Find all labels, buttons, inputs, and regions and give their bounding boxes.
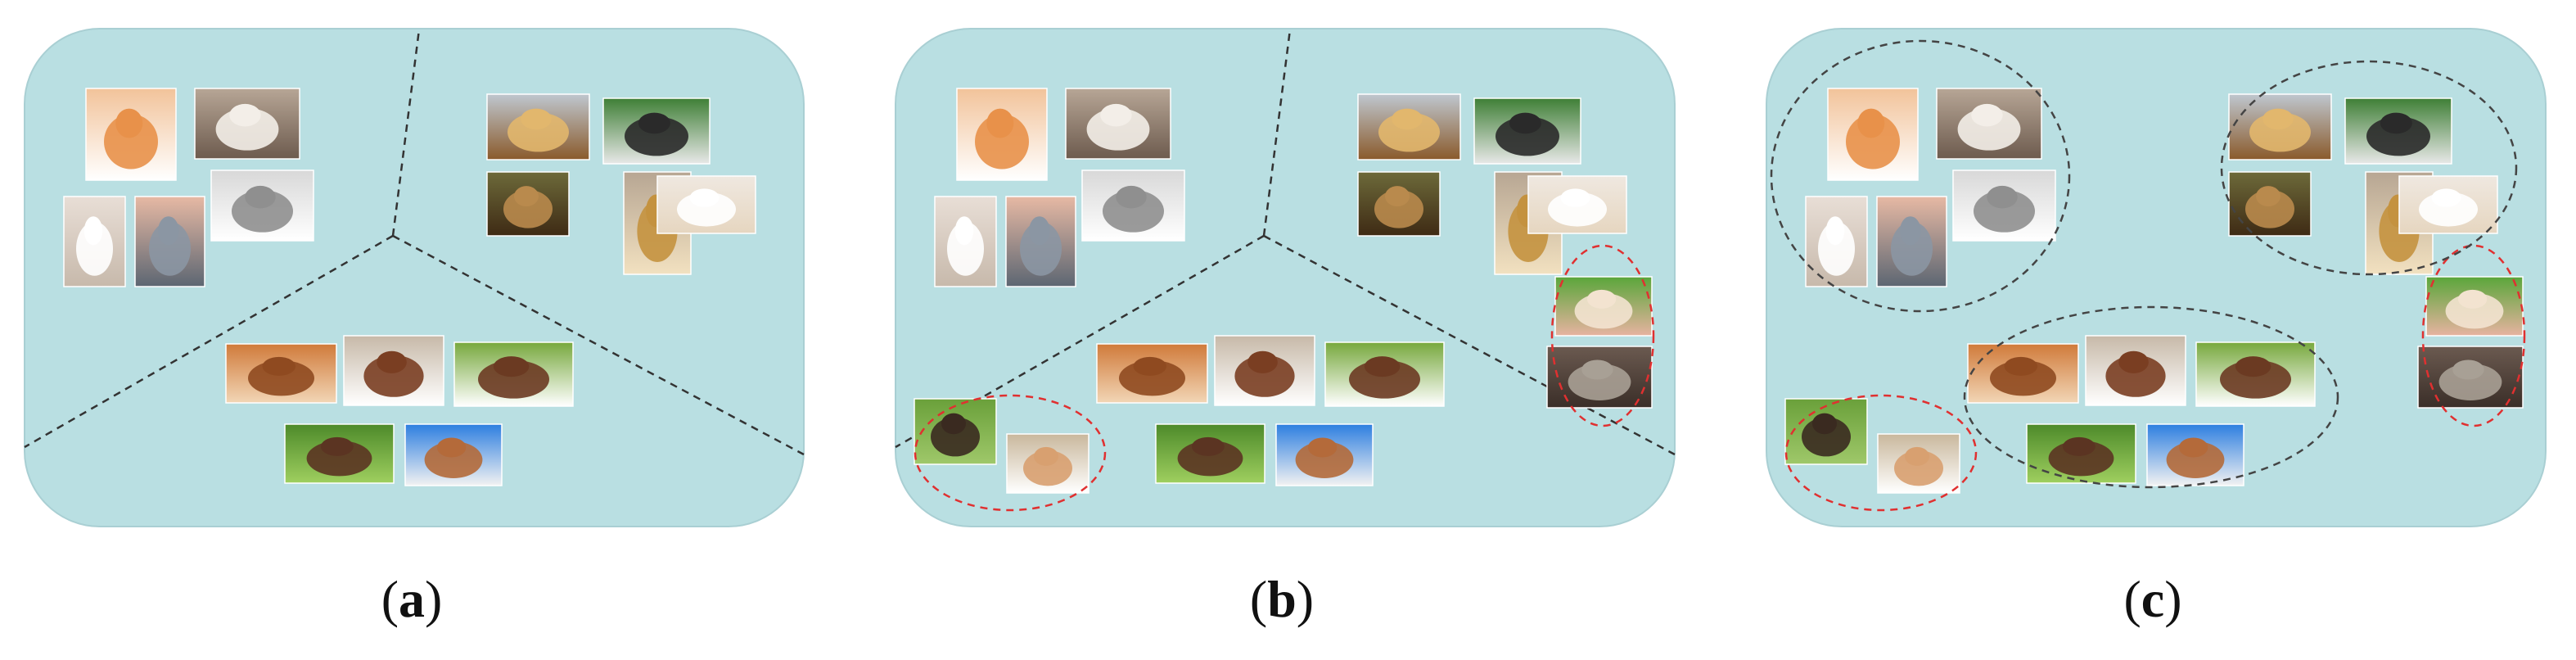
cat-photo <box>85 88 177 181</box>
dogs-group <box>1357 93 1627 275</box>
dogs-group <box>486 93 756 275</box>
partition-line <box>24 234 394 449</box>
panel-b <box>895 28 1676 527</box>
cluster-ellipse-cows <box>1963 305 2339 489</box>
cat-photo <box>1081 170 1185 242</box>
cow-photo <box>1324 341 1445 407</box>
caption-letter: c <box>2141 570 2165 628</box>
cow-photo <box>1214 335 1315 406</box>
panel-caption: (a) <box>330 573 494 626</box>
cat-photo <box>1065 88 1171 160</box>
horses-group <box>914 398 1089 494</box>
dog-photo <box>2344 97 2452 165</box>
cow-photo <box>1155 423 1265 484</box>
pigs-group <box>2417 276 2524 409</box>
cow-photo <box>2085 335 2186 406</box>
cats-group <box>934 88 1185 287</box>
outlier-ellipse-pigs <box>2421 244 2526 427</box>
caption-open-paren: ( <box>381 570 399 628</box>
cluster-ellipse-dogs <box>2220 60 2518 276</box>
outlier-ellipse-pigs <box>1550 244 1655 427</box>
dog-photo <box>602 97 711 165</box>
caption-open-paren: ( <box>2123 570 2141 628</box>
cow-photo <box>2026 423 2136 484</box>
partition-line <box>1262 29 1292 237</box>
caption-open-paren: ( <box>1249 570 1268 628</box>
outlier-ellipse-horses <box>1784 394 1978 512</box>
cow-photo <box>1096 343 1208 404</box>
cows-group <box>1096 335 1445 486</box>
cow-photo <box>1275 423 1374 486</box>
cat-photo <box>134 196 205 287</box>
horse-photo <box>1006 433 1089 494</box>
pig-photo <box>1546 346 1653 409</box>
cat-photo <box>1952 170 2056 242</box>
caption-letter: b <box>1267 570 1297 628</box>
cow-photo <box>453 341 574 407</box>
caption-letter: a <box>399 570 425 628</box>
dog-photo <box>486 171 570 237</box>
cluster-ellipse-cats <box>1770 39 2071 313</box>
cat-photo <box>194 88 300 160</box>
cow-photo <box>2195 341 2316 407</box>
dog-photo <box>656 175 756 234</box>
dog-photo <box>2228 93 2332 160</box>
cat-photo <box>210 170 314 242</box>
cows-group <box>1967 335 2316 486</box>
panel-caption: (c) <box>2071 573 2235 626</box>
horses-group <box>1784 398 1960 494</box>
caption-close-paren: ) <box>425 570 443 628</box>
diagram-canvas <box>24 28 2547 527</box>
panel-caption: (b) <box>1200 573 1364 626</box>
cat-photo <box>1827 88 1919 181</box>
dog-photo <box>1357 93 1461 160</box>
cat-photo <box>1876 196 1947 287</box>
pig-photo <box>1554 276 1653 337</box>
pig-photo <box>2425 276 2524 337</box>
panel-a <box>24 28 805 527</box>
cat-photo <box>956 88 1048 181</box>
cat-photo <box>1805 196 1868 287</box>
caption-close-paren: ) <box>2164 570 2182 628</box>
dog-photo <box>2228 171 2312 237</box>
horse-photo <box>1877 433 1960 494</box>
outlier-ellipse-horses <box>914 394 1107 512</box>
cats-group <box>1805 88 2056 287</box>
pigs-group <box>1546 276 1653 409</box>
horse-photo <box>1784 398 1868 465</box>
dog-photo <box>1357 171 1441 237</box>
cow-photo <box>343 335 444 406</box>
cow-photo <box>225 343 337 404</box>
cow-photo <box>284 423 395 484</box>
cat-photo <box>63 196 126 287</box>
cow-photo <box>404 423 503 486</box>
cow-photo <box>1967 343 2079 404</box>
partition-lines <box>24 29 805 456</box>
cat-photo <box>1936 88 2042 160</box>
pig-photo <box>2417 346 2524 409</box>
cows-group <box>225 335 574 486</box>
caption-close-paren: ) <box>1296 570 1315 628</box>
horse-photo <box>914 398 997 465</box>
dog-photo <box>486 93 590 160</box>
panel-c <box>1766 28 2547 527</box>
dog-photo <box>1473 97 1581 165</box>
dog-photo <box>1527 175 1627 234</box>
cow-photo <box>2146 423 2244 486</box>
partition-line <box>391 29 421 237</box>
dog-photo <box>2398 175 2498 234</box>
dogs-group <box>2228 93 2498 275</box>
cats-group <box>63 88 314 287</box>
cat-photo <box>934 196 997 287</box>
cat-photo <box>1005 196 1076 287</box>
